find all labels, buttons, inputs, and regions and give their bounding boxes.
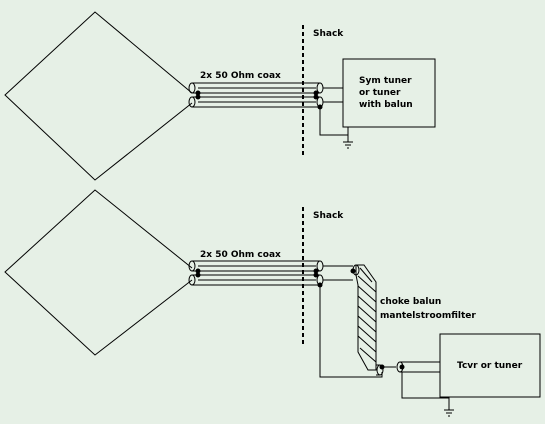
bottom-ground-symbol — [444, 409, 454, 417]
top-coax-label: 2x 50 Ohm coax — [200, 71, 281, 81]
bottom-diagram: Tcvr or tuner choke balun mantelstroomfi… — [4, 189, 541, 417]
sym-tuner-label: Sym tuner or tuner with balun — [359, 76, 415, 110]
tcvr-box — [439, 333, 541, 398]
sym-tuner-box — [342, 58, 436, 128]
bottom-coax-upper — [188, 260, 324, 274]
choke-balun — [352, 264, 385, 376]
top-diagram: Sym tuner or tuner with balun Shack 2x 5… — [4, 11, 436, 181]
top-ground-symbol — [343, 141, 353, 149]
choke-label: choke balun mantelstroomfilter — [380, 297, 476, 321]
top-coax-upper — [188, 82, 324, 96]
output-coax — [383, 361, 440, 373]
bottom-coax-lower — [188, 272, 324, 288]
tcvr-label: Tcvr or tuner — [457, 361, 523, 371]
top-shack-label: Shack — [313, 29, 344, 39]
bottom-shack-label: Shack — [313, 211, 344, 221]
bottom-rhombic-antenna — [4, 189, 193, 356]
bottom-coax-label: 2x 50 Ohm coax — [200, 250, 281, 260]
top-rhombic-antenna — [4, 11, 193, 181]
